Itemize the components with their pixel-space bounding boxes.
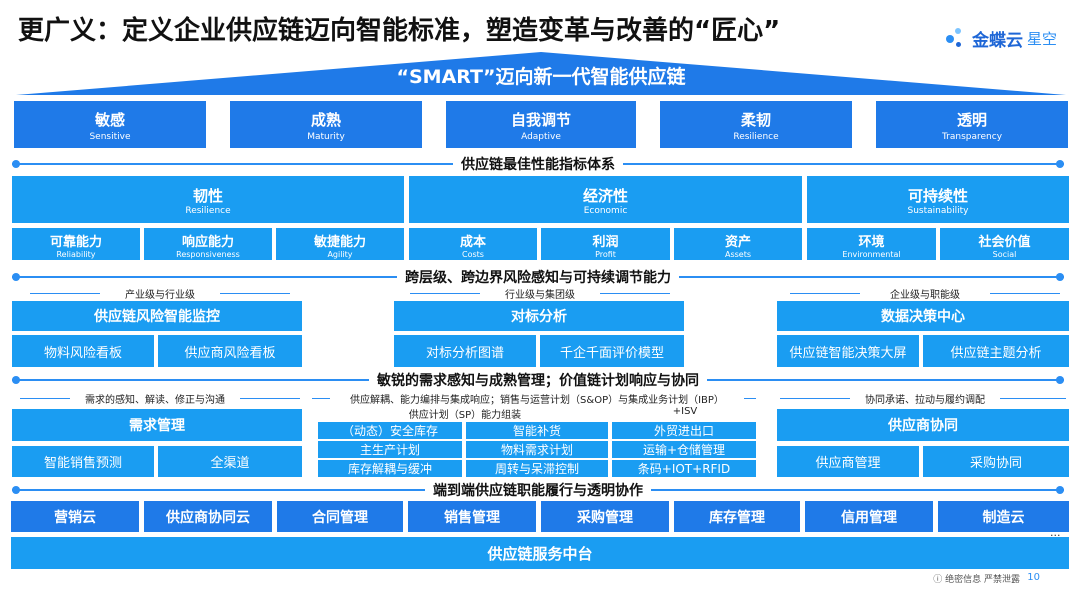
plan-cell: 运输+仓储管理 [612, 441, 756, 458]
plan-cell: （动态）安全库存 [318, 422, 462, 439]
omni-channel: 全渠道 [158, 446, 302, 477]
sp-caption: 供应计划（SP）能力组装 [390, 406, 540, 421]
module-manufacturing-cloud: 制造云 [938, 501, 1069, 532]
plan-cell: 库存解耦与缓冲 [318, 460, 462, 477]
page-title: 更广义：定义企业供应链迈向智能标准，塑造变革与改善的“匠心” [18, 16, 781, 46]
benchmark-graph: 对标分析图谱 [394, 335, 536, 367]
divider-metrics: 供应链最佳性能指标体系 [12, 154, 1064, 174]
divider-fulfillment: 端到端供应链职能履行与透明协作 [12, 480, 1064, 500]
supplier-risk-board: 供应商风险看板 [158, 335, 302, 367]
procurement-collab: 采购协同 [923, 446, 1069, 477]
risk-caption-enterprise: 企业级与职能级 [860, 286, 990, 301]
module-purchase: 采购管理 [541, 501, 669, 532]
plan-cell: 外贸进出口 [612, 422, 756, 439]
decision-dashboard: 供应链智能决策大屏 [777, 335, 919, 367]
decision-center-head: 数据决策中心 [777, 301, 1069, 331]
module-credit: 信用管理 [805, 501, 933, 532]
module-inventory: 库存管理 [674, 501, 800, 532]
module-supplier-cloud: 供应商协同云 [144, 501, 272, 532]
plan-cell: 主生产计划 [318, 441, 462, 458]
plan-cell: 物料需求计划 [466, 441, 608, 458]
plan-cell: 周转与呆滞控制 [466, 460, 608, 477]
risk-monitor-head: 供应链风险智能监控 [12, 301, 302, 331]
logo-product: 星空 [1027, 30, 1058, 48]
benchmark-head: 对标分析 [394, 301, 684, 331]
plan-caption: 供应解耦、能力编排与集成响应；销售与运营计划（S&OP）与集成业务计划（IBP） [330, 391, 744, 406]
smart-sales-forecast: 智能销售预测 [12, 446, 154, 477]
demand-mgmt-head: 需求管理 [12, 409, 302, 441]
page-number: 10 [1027, 572, 1040, 583]
plan-cell: 智能补货 [466, 422, 608, 439]
lock-icon: ⓘ [933, 575, 943, 585]
roof-banner [16, 52, 1066, 95]
logo-dots-icon [946, 27, 968, 50]
isv-caption: +ISV [655, 406, 715, 417]
footer-note: ⓘ 绝密信息 严禁泄露 [933, 575, 1020, 585]
module-marketing-cloud: 营销云 [11, 501, 139, 532]
plan-cell: 条码+IOT+RFID [612, 460, 756, 477]
evaluation-model: 千企千面评价模型 [540, 335, 684, 367]
supplier-collab-head: 供应商协同 [777, 409, 1069, 441]
logo-brand: 金蝶云 [972, 31, 1023, 51]
divider-risk: 跨层级、跨边界风险感知与可持续调节能力 [12, 267, 1064, 287]
supplier-mgmt: 供应商管理 [777, 446, 919, 477]
service-platform: 供应链服务中台 [11, 537, 1069, 569]
supplier-caption: 协同承诺、拉动与履约调配 [850, 391, 1000, 406]
more-ellipsis: ... [1050, 526, 1061, 539]
divider-demand: 敏锐的需求感知与成熟管理；价值链计划响应与协同 [12, 370, 1064, 390]
brand-logo: 金蝶云 星空 [946, 26, 1057, 51]
theme-analysis: 供应链主题分析 [923, 335, 1069, 367]
risk-caption-group: 行业级与集团级 [480, 286, 600, 301]
material-risk-board: 物料风险看板 [12, 335, 154, 367]
roof-label: “SMART”迈向新一代智能供应链 [396, 66, 686, 88]
risk-caption-industry: 产业级与行业级 [100, 286, 220, 301]
demand-caption: 需求的感知、解读、修正与沟通 [70, 391, 240, 406]
module-contract: 合同管理 [277, 501, 403, 532]
module-sales: 销售管理 [408, 501, 536, 532]
